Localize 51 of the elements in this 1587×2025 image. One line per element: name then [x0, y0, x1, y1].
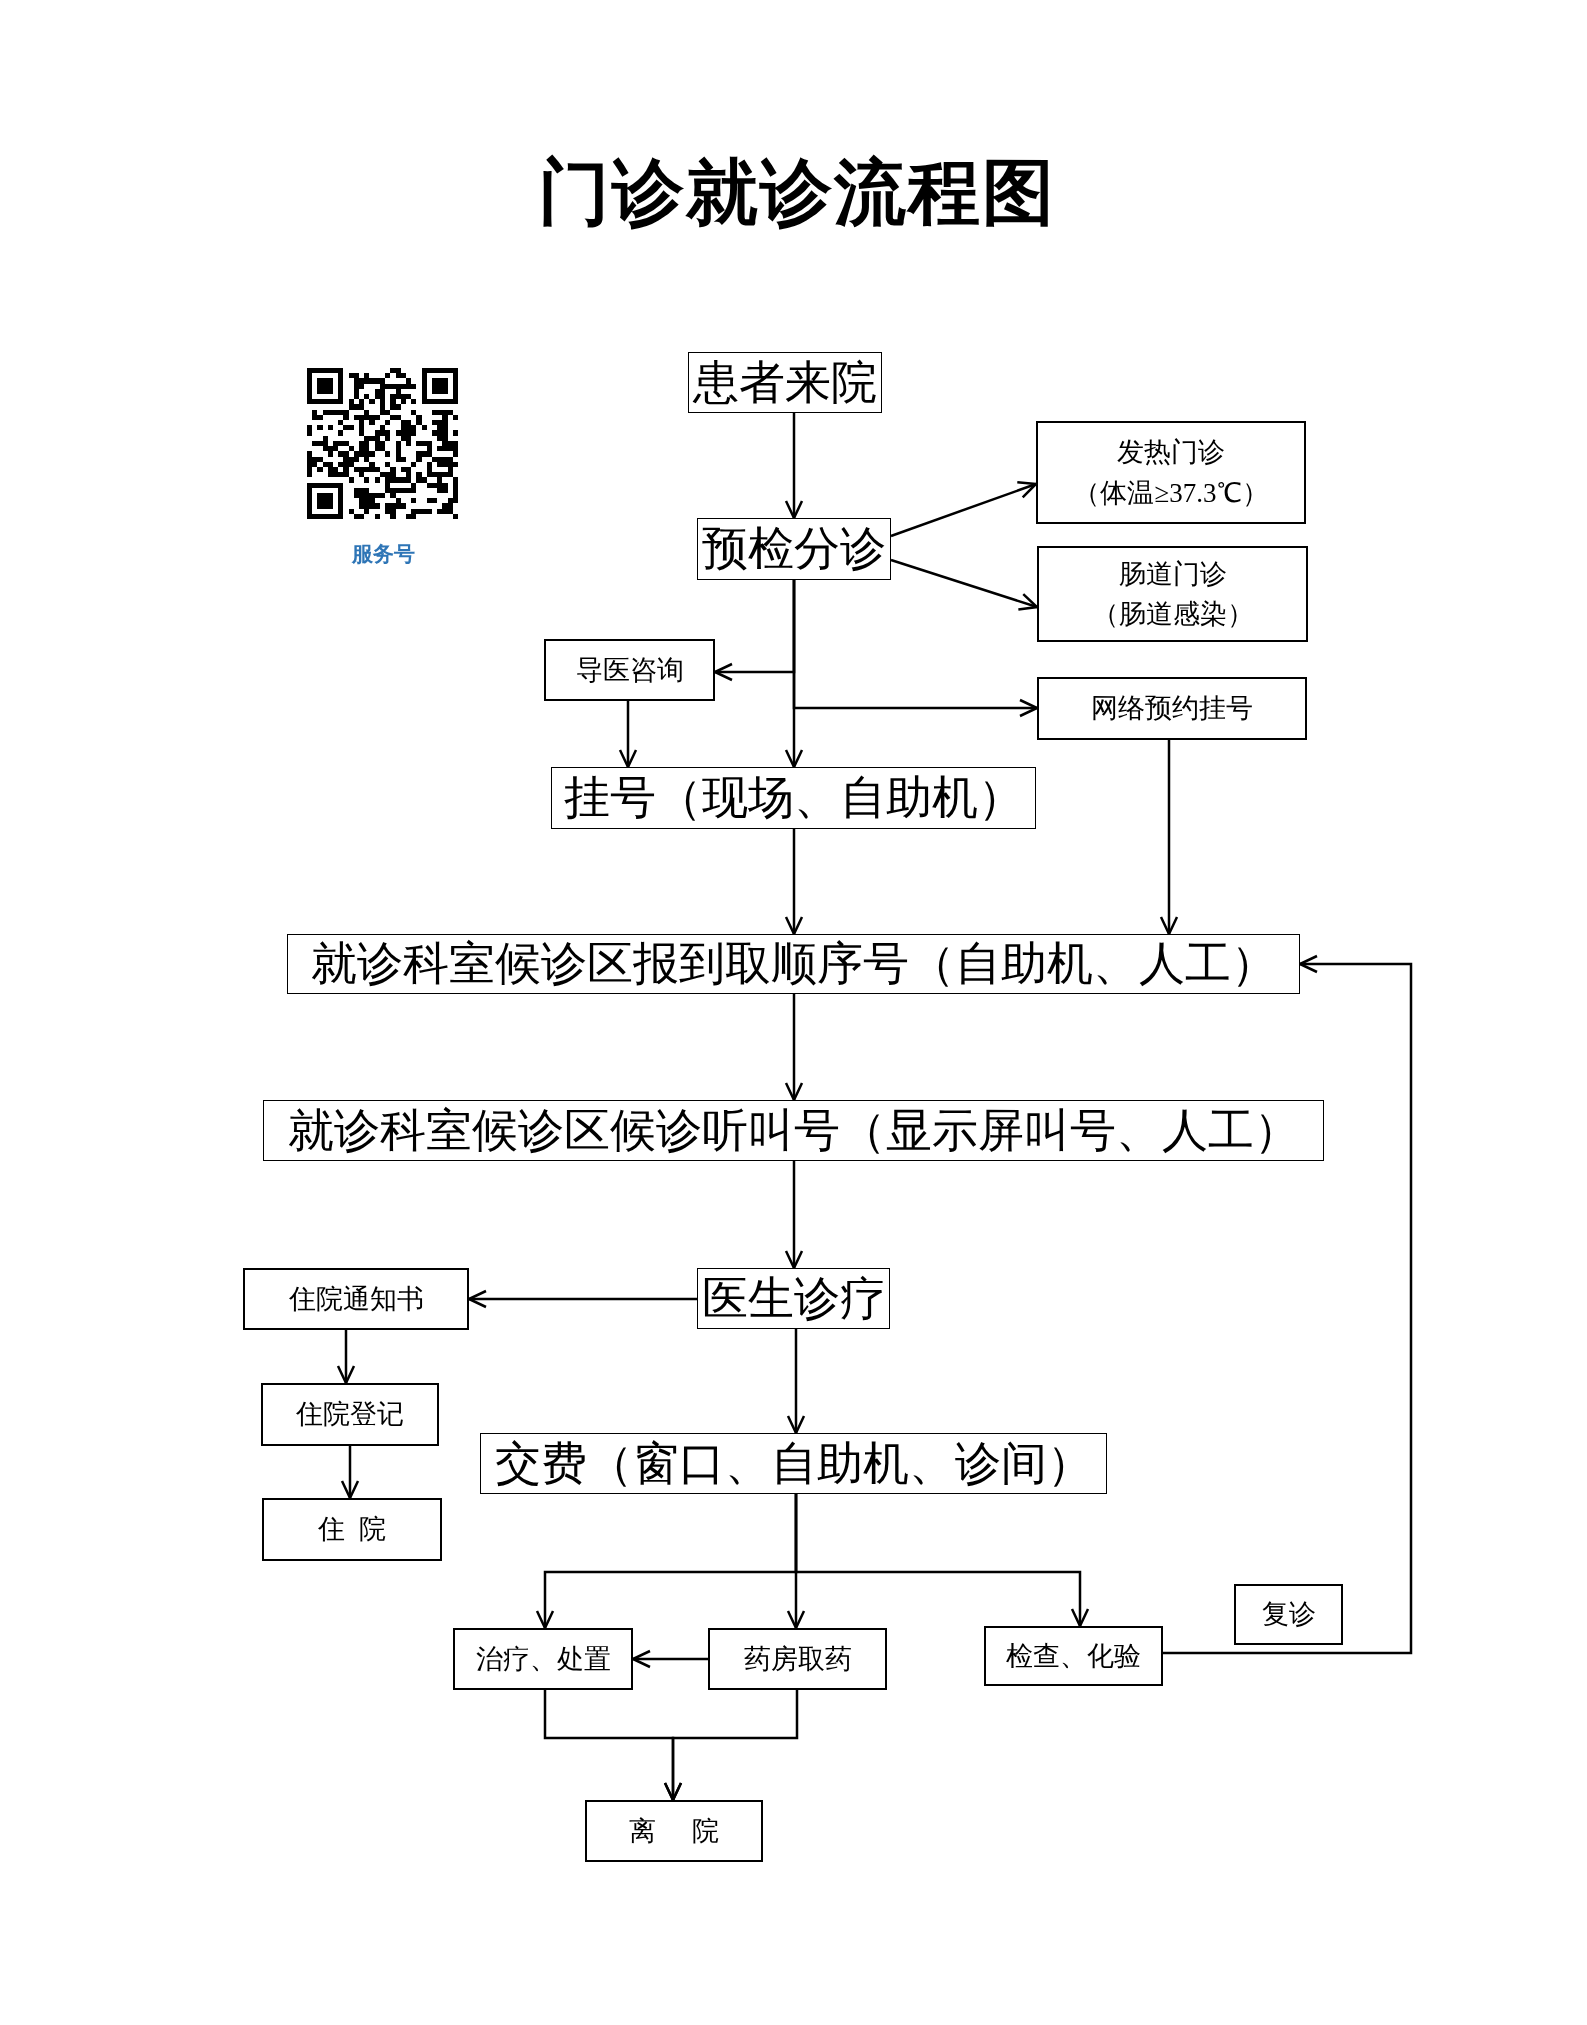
arrow — [618, 701, 638, 769]
process-box — [1037, 677, 1307, 740]
arrow — [784, 580, 804, 769]
diagram-title: 门诊就诊流程图 — [537, 152, 1057, 235]
arrow — [784, 413, 804, 520]
arrow — [340, 1446, 360, 1500]
arrow — [890, 558, 1039, 611]
arrow — [1159, 740, 1179, 936]
step-label: 检查、化验 — [1006, 1639, 1141, 1673]
process-box — [243, 1268, 469, 1330]
arrow — [784, 994, 804, 1102]
step-label: 交费（窗口、自助机、诊间） — [494, 1436, 1093, 1491]
process-box — [708, 1628, 887, 1690]
step-label: 导医咨询 — [575, 653, 684, 687]
step-label: 就诊科室候诊区候诊听叫号（显示屏叫号、人工） — [287, 1103, 1300, 1158]
step-label: 药房取药 — [743, 1642, 852, 1676]
process-box — [262, 1498, 442, 1561]
process-box — [551, 767, 1036, 829]
arrow — [794, 1494, 1090, 1628]
process-box — [261, 1383, 439, 1446]
qr-code-caption: 服务号 — [352, 541, 415, 567]
arrow — [784, 829, 804, 936]
step-label: 发热门诊 — [1117, 436, 1225, 469]
step-label: （体温≥37.3℃） — [1073, 476, 1269, 510]
step-label: 住院登记 — [296, 1398, 404, 1432]
step-label: 网络预约挂号 — [1091, 692, 1253, 726]
step-label: 肠道门诊 — [1118, 557, 1227, 591]
step-label: 复诊 — [1261, 1598, 1316, 1632]
step-label: 预检分诊 — [702, 522, 886, 577]
arrow — [336, 1330, 356, 1385]
process-box — [585, 1800, 763, 1862]
process-box — [453, 1628, 633, 1690]
step-label: 住院通知书 — [288, 1282, 424, 1316]
step-label: 离 院 — [628, 1814, 720, 1848]
arrow — [786, 1329, 806, 1435]
arrow — [663, 1690, 799, 1802]
step-label: 治疗、处置 — [475, 1642, 611, 1676]
process-box — [1234, 1584, 1343, 1645]
step-label: 就诊科室候诊区报到取顺序号（自助机、人工） — [310, 937, 1277, 992]
step-label: （肠道感染） — [1091, 598, 1254, 631]
step-label: 挂号（现场、自助机） — [563, 771, 1024, 826]
process-box — [1037, 546, 1308, 642]
step-label: 住 院 — [317, 1513, 387, 1547]
arrow — [1163, 954, 1413, 1655]
step-label: 医生诊疗 — [701, 1271, 886, 1326]
process-box — [1036, 421, 1306, 524]
arrow — [784, 1161, 804, 1270]
process-box — [544, 639, 715, 701]
arrow — [890, 480, 1038, 538]
step-label: 患者来院 — [693, 355, 877, 410]
process-box — [984, 1626, 1163, 1686]
